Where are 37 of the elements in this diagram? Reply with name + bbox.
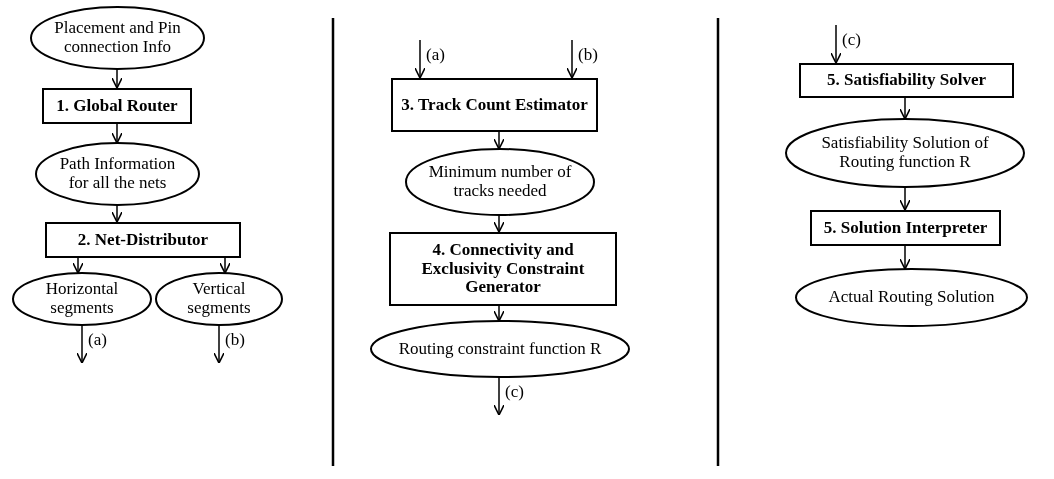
process-box: 5. Solution Interpreter xyxy=(810,210,1001,246)
arrow xyxy=(899,245,911,270)
arrow xyxy=(72,257,84,274)
arrow xyxy=(414,39,426,79)
edge-label: (c) xyxy=(842,30,861,50)
data-ellipse: Actual Routing Solution xyxy=(795,268,1028,327)
edge-label: (a) xyxy=(88,330,107,350)
arrow xyxy=(76,324,88,364)
arrow xyxy=(493,376,505,416)
process-box: 1. Global Router xyxy=(42,88,192,124)
arrow xyxy=(111,123,123,144)
edge-label: (a) xyxy=(426,45,445,65)
data-ellipse: Placement and Pin connection Info xyxy=(30,6,205,70)
arrow xyxy=(493,131,505,150)
arrow xyxy=(213,324,225,364)
data-ellipse: Minimum number of tracks needed xyxy=(405,148,595,216)
arrow xyxy=(830,24,842,64)
arrow xyxy=(899,186,911,211)
edge-label: (b) xyxy=(578,45,598,65)
edge-label: (c) xyxy=(505,382,524,402)
arrow xyxy=(493,214,505,233)
process-box: 5. Satisfiability Solver xyxy=(799,63,1014,98)
data-ellipse: Vertical segments xyxy=(155,272,283,326)
arrow xyxy=(899,97,911,120)
arrow xyxy=(111,68,123,89)
data-ellipse: Satisfiability Solution of Routing function R xyxy=(785,118,1025,188)
arrow xyxy=(493,305,505,322)
arrow xyxy=(566,39,578,79)
data-ellipse: Path Information for all the nets xyxy=(35,142,200,206)
arrow xyxy=(111,204,123,223)
edge-label: (b) xyxy=(225,330,245,350)
process-box: 3. Track Count Estimator xyxy=(391,78,598,132)
process-box: 2. Net-Distributor xyxy=(45,222,241,258)
arrow xyxy=(219,257,231,274)
data-ellipse: Horizontal segments xyxy=(12,272,152,326)
data-ellipse: Routing constraint function R xyxy=(370,320,630,378)
process-box: 4. Connectivity and Exclusivity Constraint Generator xyxy=(389,232,617,306)
